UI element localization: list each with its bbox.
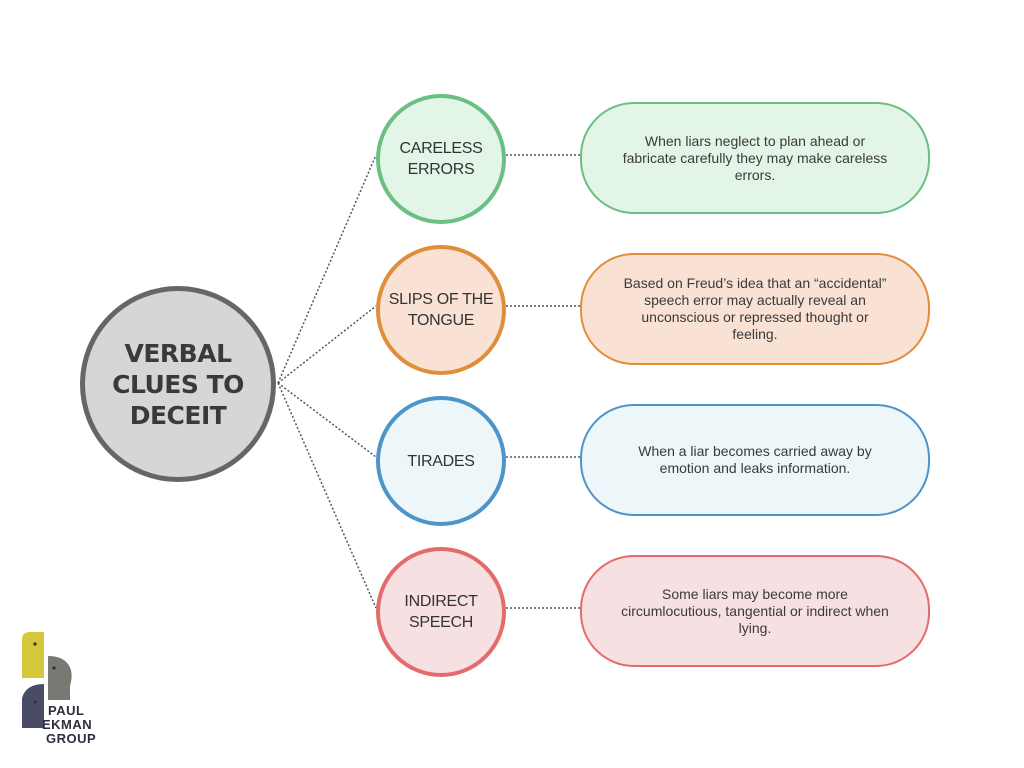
hub-connector-3 [277,382,377,609]
paul-ekman-group-logo [22,632,72,728]
central-topic-circle: VERBAL CLUES TO DECEIT [80,286,276,482]
clue-circle-slips-of-the-tongue: SLIPS OF THE TONGUE [376,245,506,375]
clue-label-tirades: TIRADES [407,452,475,470]
logo-word-group: GROUP [46,731,97,746]
description-text-indirect-speech: Some liars may become more circumlocutio… [621,585,889,636]
clue-circle-tirades: TIRADES [376,396,506,526]
logo-word-paul: PAUL [48,703,85,718]
logo-eye-icon [52,666,56,670]
description-text-careless-errors: When liars neglect to plan ahead or fabr… [622,132,888,183]
logo-word-ekman: EKMAN [42,717,93,732]
logo-eye-icon [33,642,37,646]
logo-yellow-head-icon [22,632,44,678]
logo-eye-icon [33,700,37,704]
clue-label-indirect-speech: INDIRECT SPEECH [404,593,478,631]
clue-label-careless-errors: CARELESS ERRORS [399,140,483,178]
logo-gray-head-icon [48,656,72,700]
hub-connector-0 [277,154,377,384]
description-box-indirect-speech: Some liars may become more circumlocutio… [580,555,930,667]
logo-wordmark: PAUL EKMAN GROUP [42,703,97,746]
hub-connector-2 [277,382,377,458]
clue-label-slips-of-the-tongue: SLIPS OF THE TONGUE [388,291,494,329]
description-box-careless-errors: When liars neglect to plan ahead or fabr… [580,102,930,214]
description-text-slips-of-the-tongue: Based on Freud’s idea that an “accidenta… [623,275,887,342]
description-box-slips-of-the-tongue: Based on Freud’s idea that an “accidenta… [580,253,930,365]
description-text-tirades: When a liar becomes carried away by emot… [638,443,872,476]
clue-circle-careless-errors: CARELESS ERRORS [376,94,506,224]
logo-navy-head-icon [22,684,44,728]
clue-circle-indirect-speech: INDIRECT SPEECH [376,547,506,677]
hub-connector-1 [277,305,377,384]
central-topic-title: VERBAL CLUES TO DECEIT [112,338,244,430]
description-box-tirades: When a liar becomes carried away by emot… [580,404,930,516]
